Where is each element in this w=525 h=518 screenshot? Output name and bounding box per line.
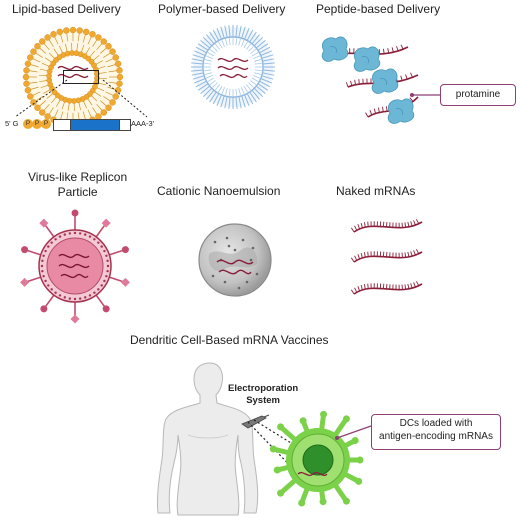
label-cationic: Cationic Nanoemulsion	[157, 184, 281, 198]
cap-p2: P	[32, 119, 42, 129]
cationic-nanoemulsion	[198, 223, 272, 297]
protamine-blob	[353, 46, 381, 72]
cap-p1: P	[23, 119, 33, 129]
electroporation-device	[241, 414, 270, 429]
dendritic-cell	[269, 410, 364, 507]
label-lipid-delivery: Lipid-based Delivery	[12, 2, 121, 16]
lipid-nanoparticle	[22, 26, 124, 128]
electroporation-line2: System	[246, 395, 280, 406]
label-polymer-delivery: Polymer-based Delivery	[158, 2, 286, 16]
protamine-blob	[371, 68, 399, 94]
dc-callout: DCs loaded with antigen-encoding mRNAs	[371, 414, 501, 450]
human-silhouette	[157, 362, 259, 516]
utr-3	[119, 119, 131, 131]
peptide-complexes	[321, 36, 419, 124]
label-vlrp-line1: Virus-like Replicon	[28, 170, 128, 184]
label-peptide-delivery: Peptide-based Delivery	[316, 2, 441, 16]
mrna-construct: 5' G P P P AAA-3'	[5, 118, 155, 132]
three-prime-end: AAA-3'	[131, 119, 155, 128]
naked-mrnas	[350, 219, 423, 295]
dc-callout-line2: antigen-encoding mRNAs	[379, 431, 493, 442]
coding-sequence	[70, 119, 120, 131]
polymer-nanoparticle	[191, 25, 275, 109]
protamine-callout: protamine	[440, 84, 516, 106]
electroporation-label: Electroporation System	[228, 383, 298, 407]
five-prime-end: 5' G	[5, 119, 19, 128]
cap-p3: P	[41, 119, 51, 129]
protamine-blob	[321, 36, 349, 62]
label-dendritic: Dendritic Cell-Based mRNA Vaccines	[130, 333, 329, 347]
label-naked: Naked mRNAs	[336, 184, 416, 198]
protamine-leader-line	[410, 93, 440, 97]
label-vlrp-line2: Particle	[57, 185, 98, 199]
protamine-label: protamine	[455, 89, 501, 100]
utr-5	[53, 119, 71, 131]
dc-leader-line	[335, 425, 372, 440]
electroporation-line1: Electroporation	[228, 383, 299, 394]
protamine-blob	[387, 98, 415, 124]
dc-callout-line1: DCs loaded with	[399, 418, 473, 429]
zoom-box	[63, 70, 99, 84]
virus-like-replicon-particle	[20, 209, 130, 324]
mrna-construct-zoom-lines	[14, 79, 148, 118]
label-vlrp: Virus-like Replicon Particle	[28, 170, 127, 200]
